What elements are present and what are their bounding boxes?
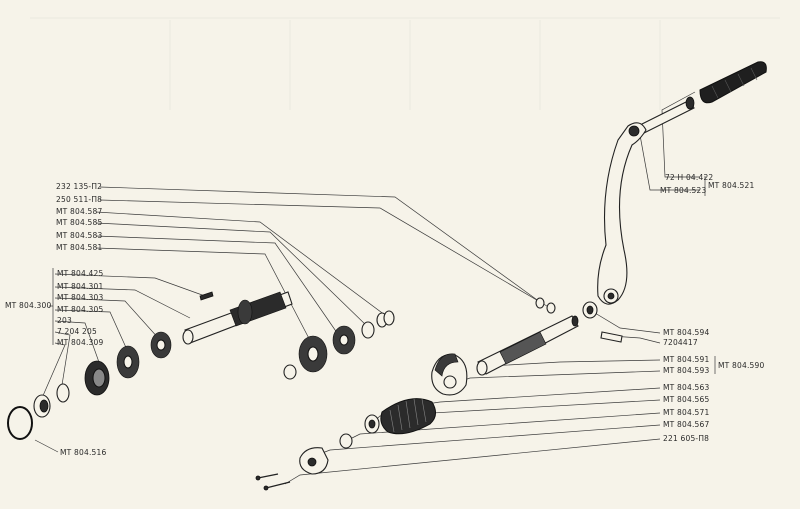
countershaft-301 [182,291,293,345]
label-shaft-301: МТ 804.301 [57,282,103,291]
part-labels: 232 135-П2 250 511-П8 МТ 804.587 МТ 804.… [5,173,764,457]
label-washer-585: МТ 804.585 [56,218,102,227]
gear-587 [332,325,356,355]
washer-ring-583 [283,364,297,380]
label-circlip-516: МТ 804.516 [60,448,106,457]
screws-221605 [255,473,291,491]
label-gear-587: МТ 804.587 [56,207,102,216]
kick-lever-arm [597,122,647,305]
gear-581 [298,335,328,373]
label-lever-523: МТ 804.523 [660,186,706,195]
label-gear-303: МТ 804.303 [57,293,103,302]
label-group-521: МТ 804.521 [708,181,754,190]
label-shaft-591: МТ 804.591 [663,355,709,364]
cover-567 [299,447,329,475]
label-cover-567: МТ 804.567 [663,420,709,429]
bolt-pair-232135 [535,297,556,314]
label-stop-565: МТ 804.565 [663,395,709,404]
ring-pair [376,310,395,328]
label-bush-571: МТ 804.571 [663,408,709,417]
label-screw-221605: 221 605-П8 [663,434,709,443]
label-bolt-b: 250 511-П8 [56,195,102,204]
circlip-516 [7,406,33,440]
label-ring-205: 7 204 205 [57,327,97,336]
gear-305 [116,345,140,379]
label-spring-563: МТ 804.563 [663,383,709,392]
pin-7204417 [600,331,623,343]
kick-lever-rubber-grip [699,61,767,104]
label-handle-422: 72 Н 04.422 [665,173,713,182]
label-washer-594: МТ 804.594 [663,328,709,337]
label-sector-593: МТ 804.593 [663,366,709,375]
kickstarter-shaft-591 [476,315,579,376]
gear-303 [150,331,172,359]
faded-background-table [30,17,780,110]
label-group-590: МТ 804.590 [718,361,764,370]
bearing-203 [84,360,110,396]
washer-585 [361,321,375,339]
label-bolt-a: 232 135-П2 [56,182,102,191]
kickstarter-spring-563 [380,398,436,435]
spring-stop-565 [364,414,380,434]
leader-lines [34,91,716,485]
label-gear-581: МТ 804.581 [56,243,102,252]
cup-309 [33,394,51,418]
pin-425 [199,291,214,301]
label-pin-7204417: 7204417 [663,338,698,347]
kickstarter-sector-gear-593 [431,353,468,396]
label-gear-305: МТ 804.305 [57,305,103,314]
label-group-300: МТ 804.300 [5,301,51,310]
bush-571 [339,433,353,449]
label-bearing-203: 203 [57,316,72,325]
handle-pivot-pin [639,96,695,134]
label-ring-583: МТ 804.583 [56,231,102,240]
ring-205 [56,383,70,403]
label-cup-309: МТ 804.309 [57,338,103,347]
label-pin-425: МТ 804.425 [57,269,103,278]
washer-594 [582,301,598,319]
